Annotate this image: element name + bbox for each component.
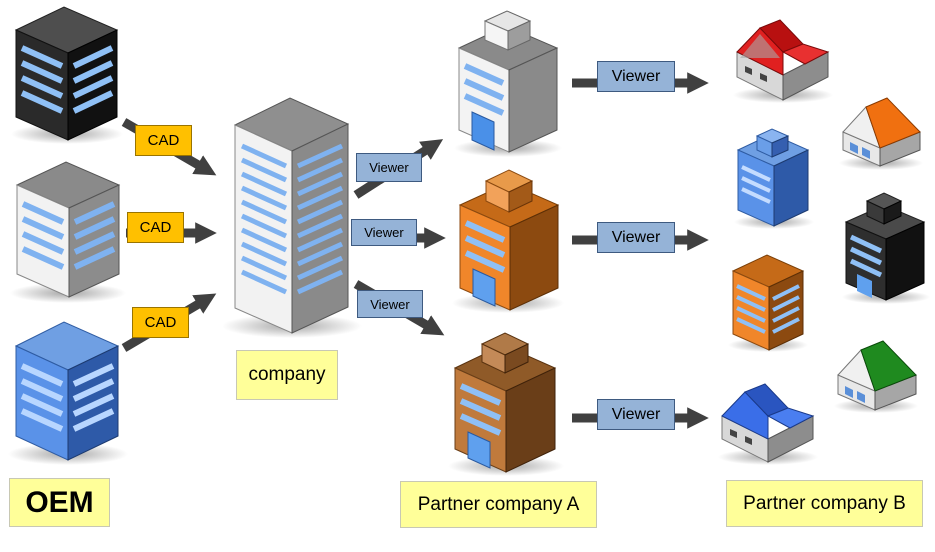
- orange-roof-house-icon: [839, 97, 923, 170]
- cad-label: CAD: [132, 307, 189, 338]
- brown-office-building-icon: [448, 332, 564, 476]
- cad-label: CAD: [127, 212, 184, 243]
- green-roof-house-icon: [834, 340, 918, 413]
- partner-b-caption: Partner company B: [726, 480, 923, 527]
- gray-office-building-icon: [10, 161, 126, 303]
- blue-office-building-icon: [734, 128, 814, 229]
- oem-caption: OEM: [9, 478, 110, 527]
- viewer-label: Viewer: [597, 61, 675, 92]
- gray-office-building-icon: [454, 10, 562, 157]
- blue-roof-factory-icon: [718, 383, 818, 465]
- viewer-label: Viewer: [597, 399, 675, 430]
- viewer-label: Viewer: [351, 219, 417, 246]
- red-roof-factory-icon: [733, 19, 833, 103]
- partner-a-caption: Partner company A: [400, 481, 597, 528]
- black-office-building-icon: [11, 6, 123, 144]
- orange-office-building-icon: [452, 169, 564, 313]
- viewer-label: Viewer: [356, 153, 422, 182]
- viewer-label: Viewer: [597, 222, 675, 253]
- black-office-building-icon: [842, 192, 930, 304]
- cad-label: CAD: [135, 125, 192, 156]
- silver-skyscraper-icon: [222, 97, 362, 338]
- company-caption: company: [236, 350, 338, 400]
- viewer-label: Viewer: [357, 290, 423, 318]
- orange-office-building-icon: [728, 254, 808, 352]
- blue-office-building-icon: [8, 321, 128, 465]
